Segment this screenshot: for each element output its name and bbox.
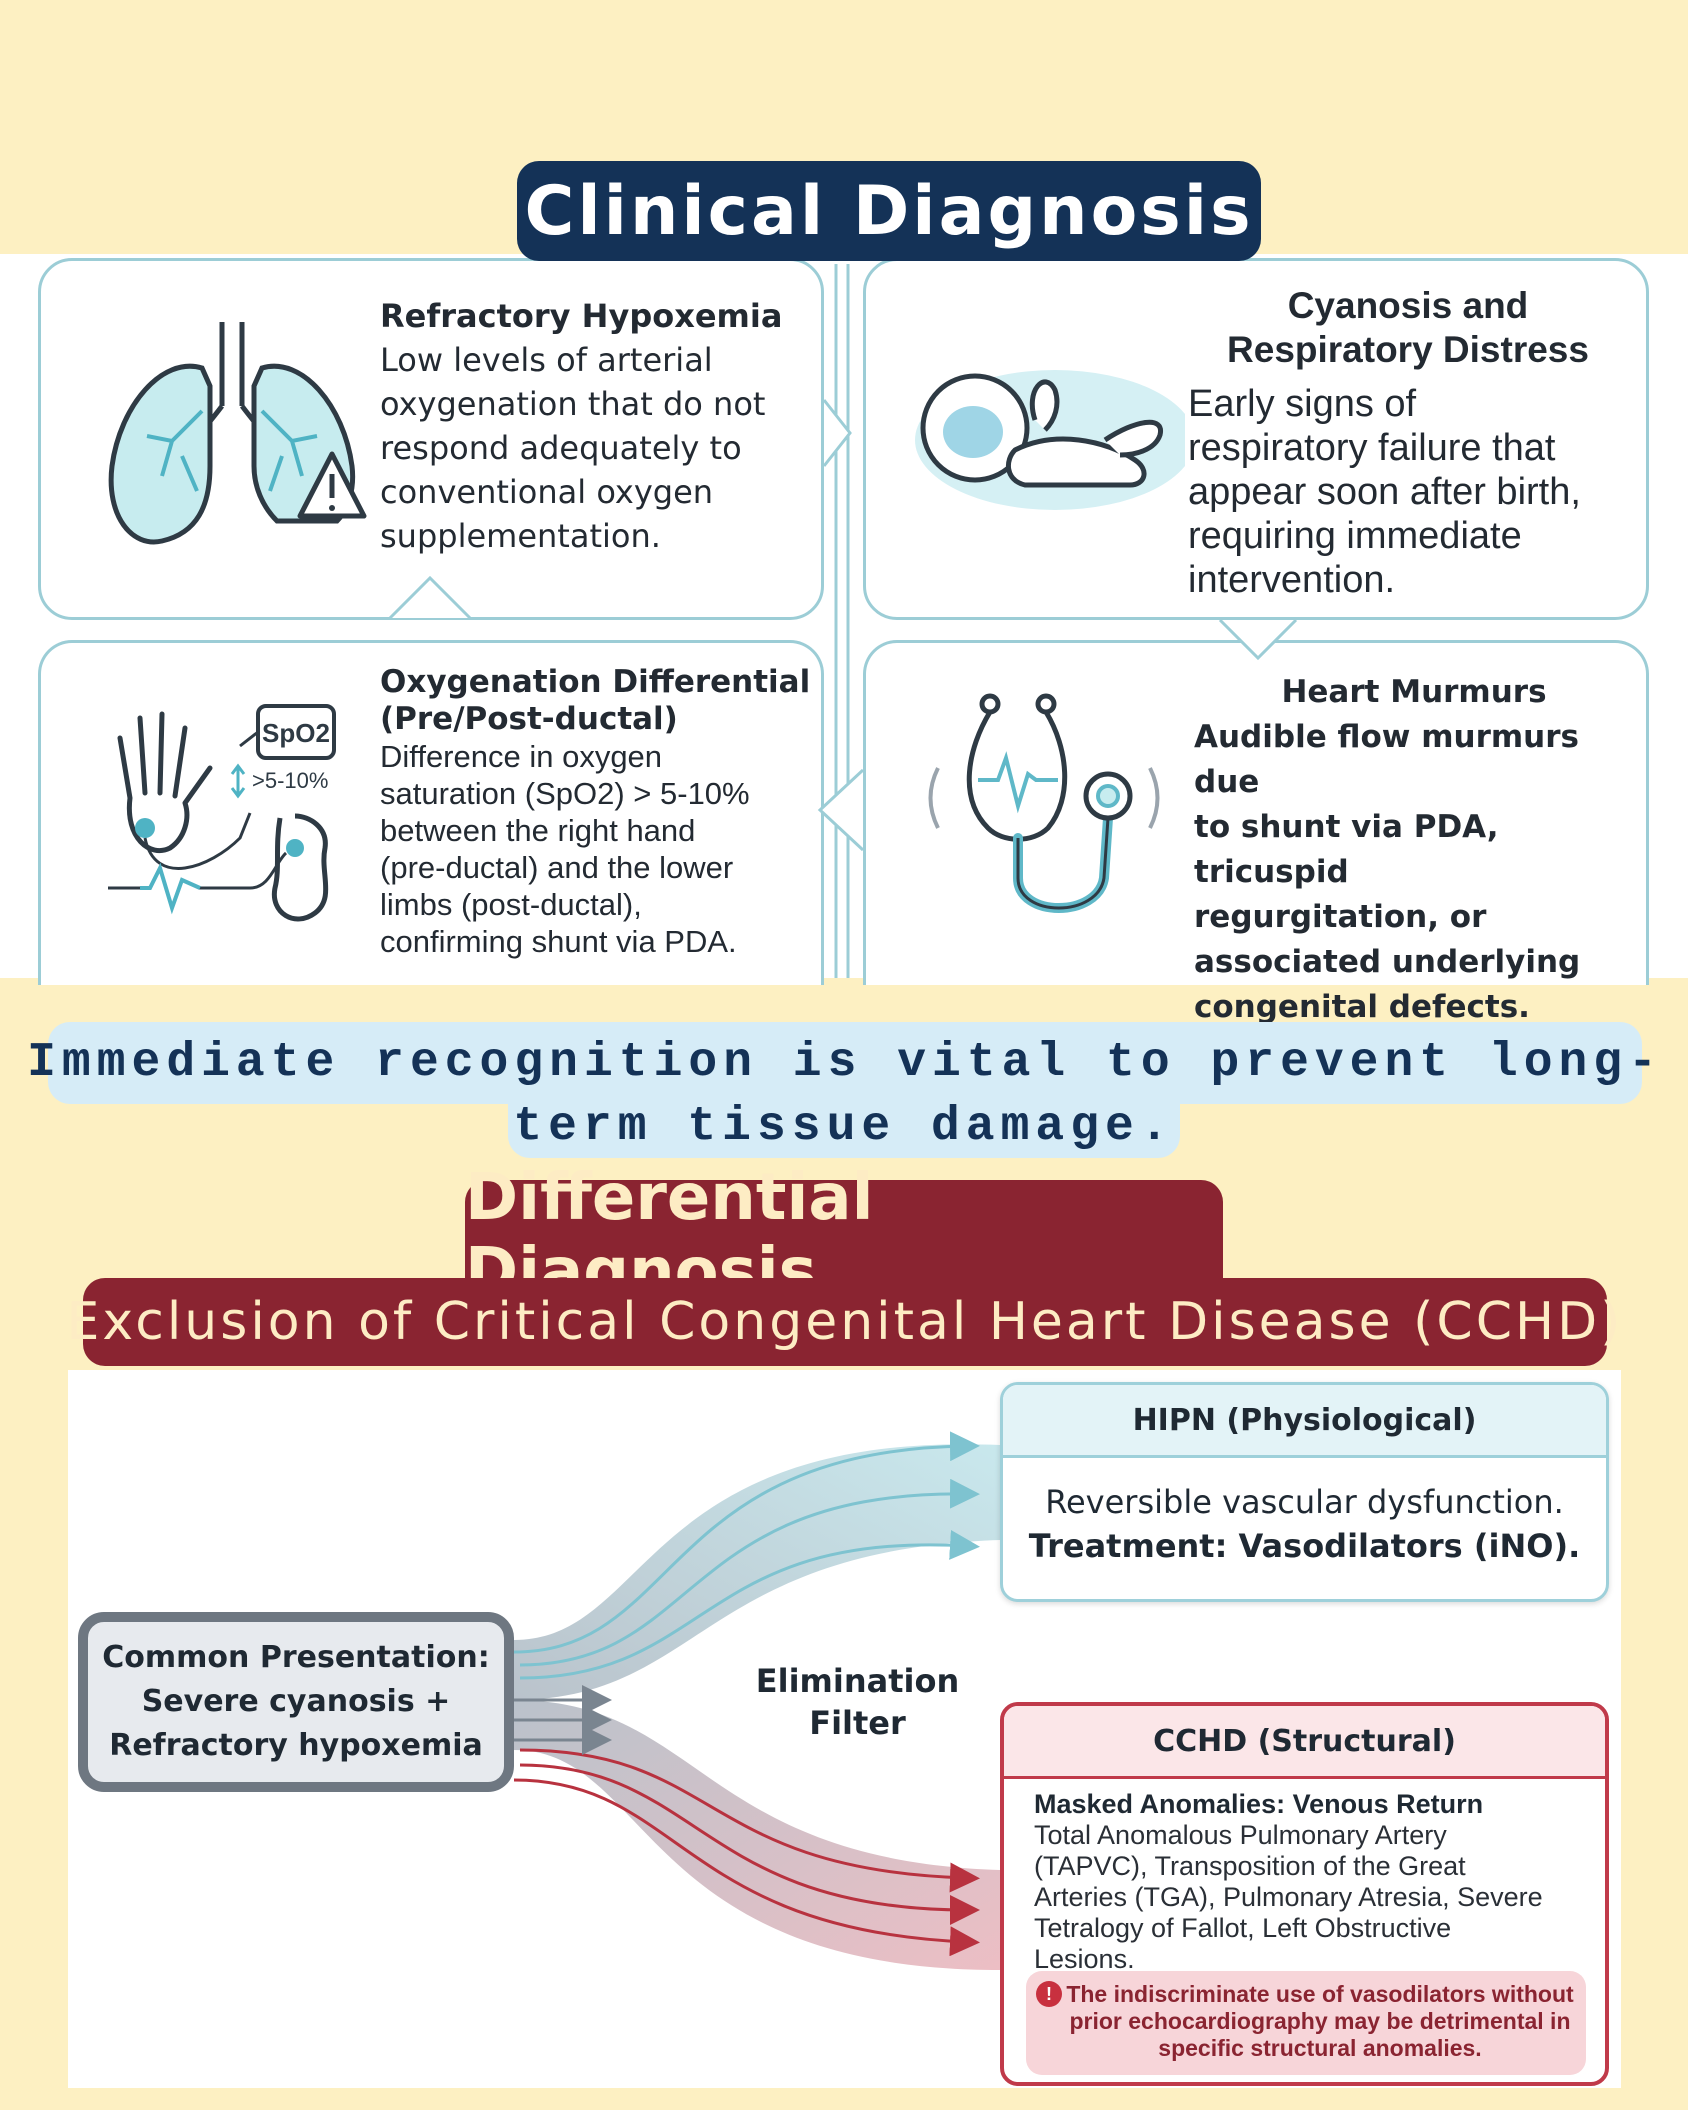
card3-line: Difference in oxygen: [380, 739, 663, 774]
card1-text: Refractory Hypoxemia Low levels of arter…: [380, 294, 810, 558]
flow-arrows: [513, 1431, 1000, 1970]
filter-label-line: Filter: [809, 1704, 906, 1742]
cchd-line: Tetralogy of Fallot, Left Obstructive: [1034, 1913, 1452, 1943]
hand-foot-oximeter-icon: SpO2 >5-10%: [108, 704, 336, 922]
stethoscope-icon: [928, 693, 1160, 913]
card1-line: conventional oxygen: [380, 473, 714, 511]
card4-line: congenital defects.: [1194, 989, 1530, 1025]
card1-line: respond adequately to: [380, 429, 742, 467]
cchd-line: Total Anomalous Pulmonary Artery: [1034, 1820, 1447, 1850]
cchd-title: CCHD (Structural): [1004, 1706, 1605, 1779]
warning-line: The indiscriminate use of vasodilators w…: [1066, 1981, 1574, 2007]
card3-line: between the right hand: [380, 813, 696, 848]
card3-title-2: (Pre/Post-ductal): [380, 701, 678, 737]
card4-line: to shunt via PDA, tricuspid: [1194, 809, 1499, 890]
card4-text: Heart Murmurs Audible flow murmurs due t…: [1194, 670, 1634, 1030]
clinical-title: Clinical Diagnosis: [517, 161, 1261, 261]
cchd-line: Lesions.: [1034, 1944, 1135, 1974]
cchd-subtitle: Masked Anomalies: Venous Return: [1034, 1789, 1484, 1819]
cchd-line: Arteries (TGA), Pulmonary Atresia, Sever…: [1034, 1882, 1543, 1912]
card2-line: respiratory failure that: [1188, 427, 1556, 469]
common-line: Refractory hypoxemia: [109, 1728, 483, 1763]
card3-line: confirming shunt via PDA.: [380, 924, 737, 959]
vasodilator-warning: ! The indiscriminate use of vasodilators…: [1026, 1971, 1586, 2075]
card2-text: Cyanosis and Respiratory Distress Early …: [1188, 284, 1628, 602]
differential-title: Differential Diagnosis: [465, 1161, 1223, 1309]
infant-icon: [915, 370, 1185, 510]
card3-title-1: Oxygenation Differential: [380, 664, 811, 700]
common-line: Severe cyanosis +: [141, 1684, 451, 1719]
hipn-line-2: Treatment: Vasodilators (iNO).: [1028, 1527, 1581, 1565]
alert-icon: !: [1036, 1981, 1062, 2007]
card-oxygenation-differential: [38, 640, 824, 985]
elimination-filter-label: Elimination Filter: [745, 1660, 970, 1744]
card1-line: supplementation.: [380, 517, 661, 555]
banner-line-1: Immediate recognition is vital to preven…: [27, 1022, 1657, 1104]
card1-line: Low levels of arterial: [380, 341, 713, 379]
diff-label: >5-10%: [252, 768, 328, 793]
card2-line: intervention.: [1188, 559, 1396, 601]
hipn-title: HIPN (Physiological): [1003, 1385, 1606, 1458]
card3-line: limbs (post-ductal),: [380, 887, 642, 922]
spo2-label: SpO2: [262, 718, 330, 748]
card4-line: Audible flow murmurs due: [1194, 719, 1579, 800]
card1-line: oxygenation that do not: [380, 385, 766, 423]
card4-line: regurgitation, or: [1194, 899, 1487, 935]
filter-label-line: Elimination: [755, 1662, 960, 1700]
card2-line: appear soon after birth,: [1188, 471, 1581, 513]
cchd-line: (TAPVC), Transposition of the Great: [1034, 1851, 1466, 1881]
lungs-warning-icon: [108, 322, 367, 545]
card4-title: Heart Murmurs: [1281, 674, 1547, 710]
warning-line: specific structural anomalies.: [1158, 2035, 1482, 2061]
common-line: Common Presentation:: [102, 1640, 490, 1675]
card4-line: associated underlying: [1194, 944, 1581, 980]
card3-text: Oxygenation Differential (Pre/Post-ducta…: [380, 664, 820, 960]
card1-title: Refractory Hypoxemia: [380, 297, 783, 335]
differential-subtitle: Exclusion of Critical Congenital Heart D…: [67, 1278, 1620, 1366]
card2-title-2: Respiratory Distress: [1227, 329, 1589, 370]
hipn-box: HIPN (Physiological) Reversible vascular…: [1000, 1382, 1609, 1602]
card3-line: saturation (SpO2) > 5-10%: [380, 776, 750, 811]
card2-line: Early signs of: [1188, 383, 1417, 425]
hipn-line-1: Reversible vascular dysfunction.: [1045, 1483, 1564, 1521]
warning-line: prior echocardiography may be detrimenta…: [1069, 2008, 1571, 2034]
banner-line-2: term tissue damage.: [508, 1096, 1180, 1158]
clinical-connectors: [834, 264, 850, 978]
card2-line: requiring immediate: [1188, 515, 1522, 557]
card3-line: (pre-ductal) and the lower: [380, 850, 734, 885]
card2-title-1: Cyanosis and: [1287, 285, 1529, 326]
card-pointers: [388, 399, 1298, 852]
cchd-box: CCHD (Structural) Masked Anomalies: Veno…: [1000, 1702, 1609, 2086]
common-presentation-box: Common Presentation: Severe cyanosis + R…: [78, 1612, 514, 1792]
